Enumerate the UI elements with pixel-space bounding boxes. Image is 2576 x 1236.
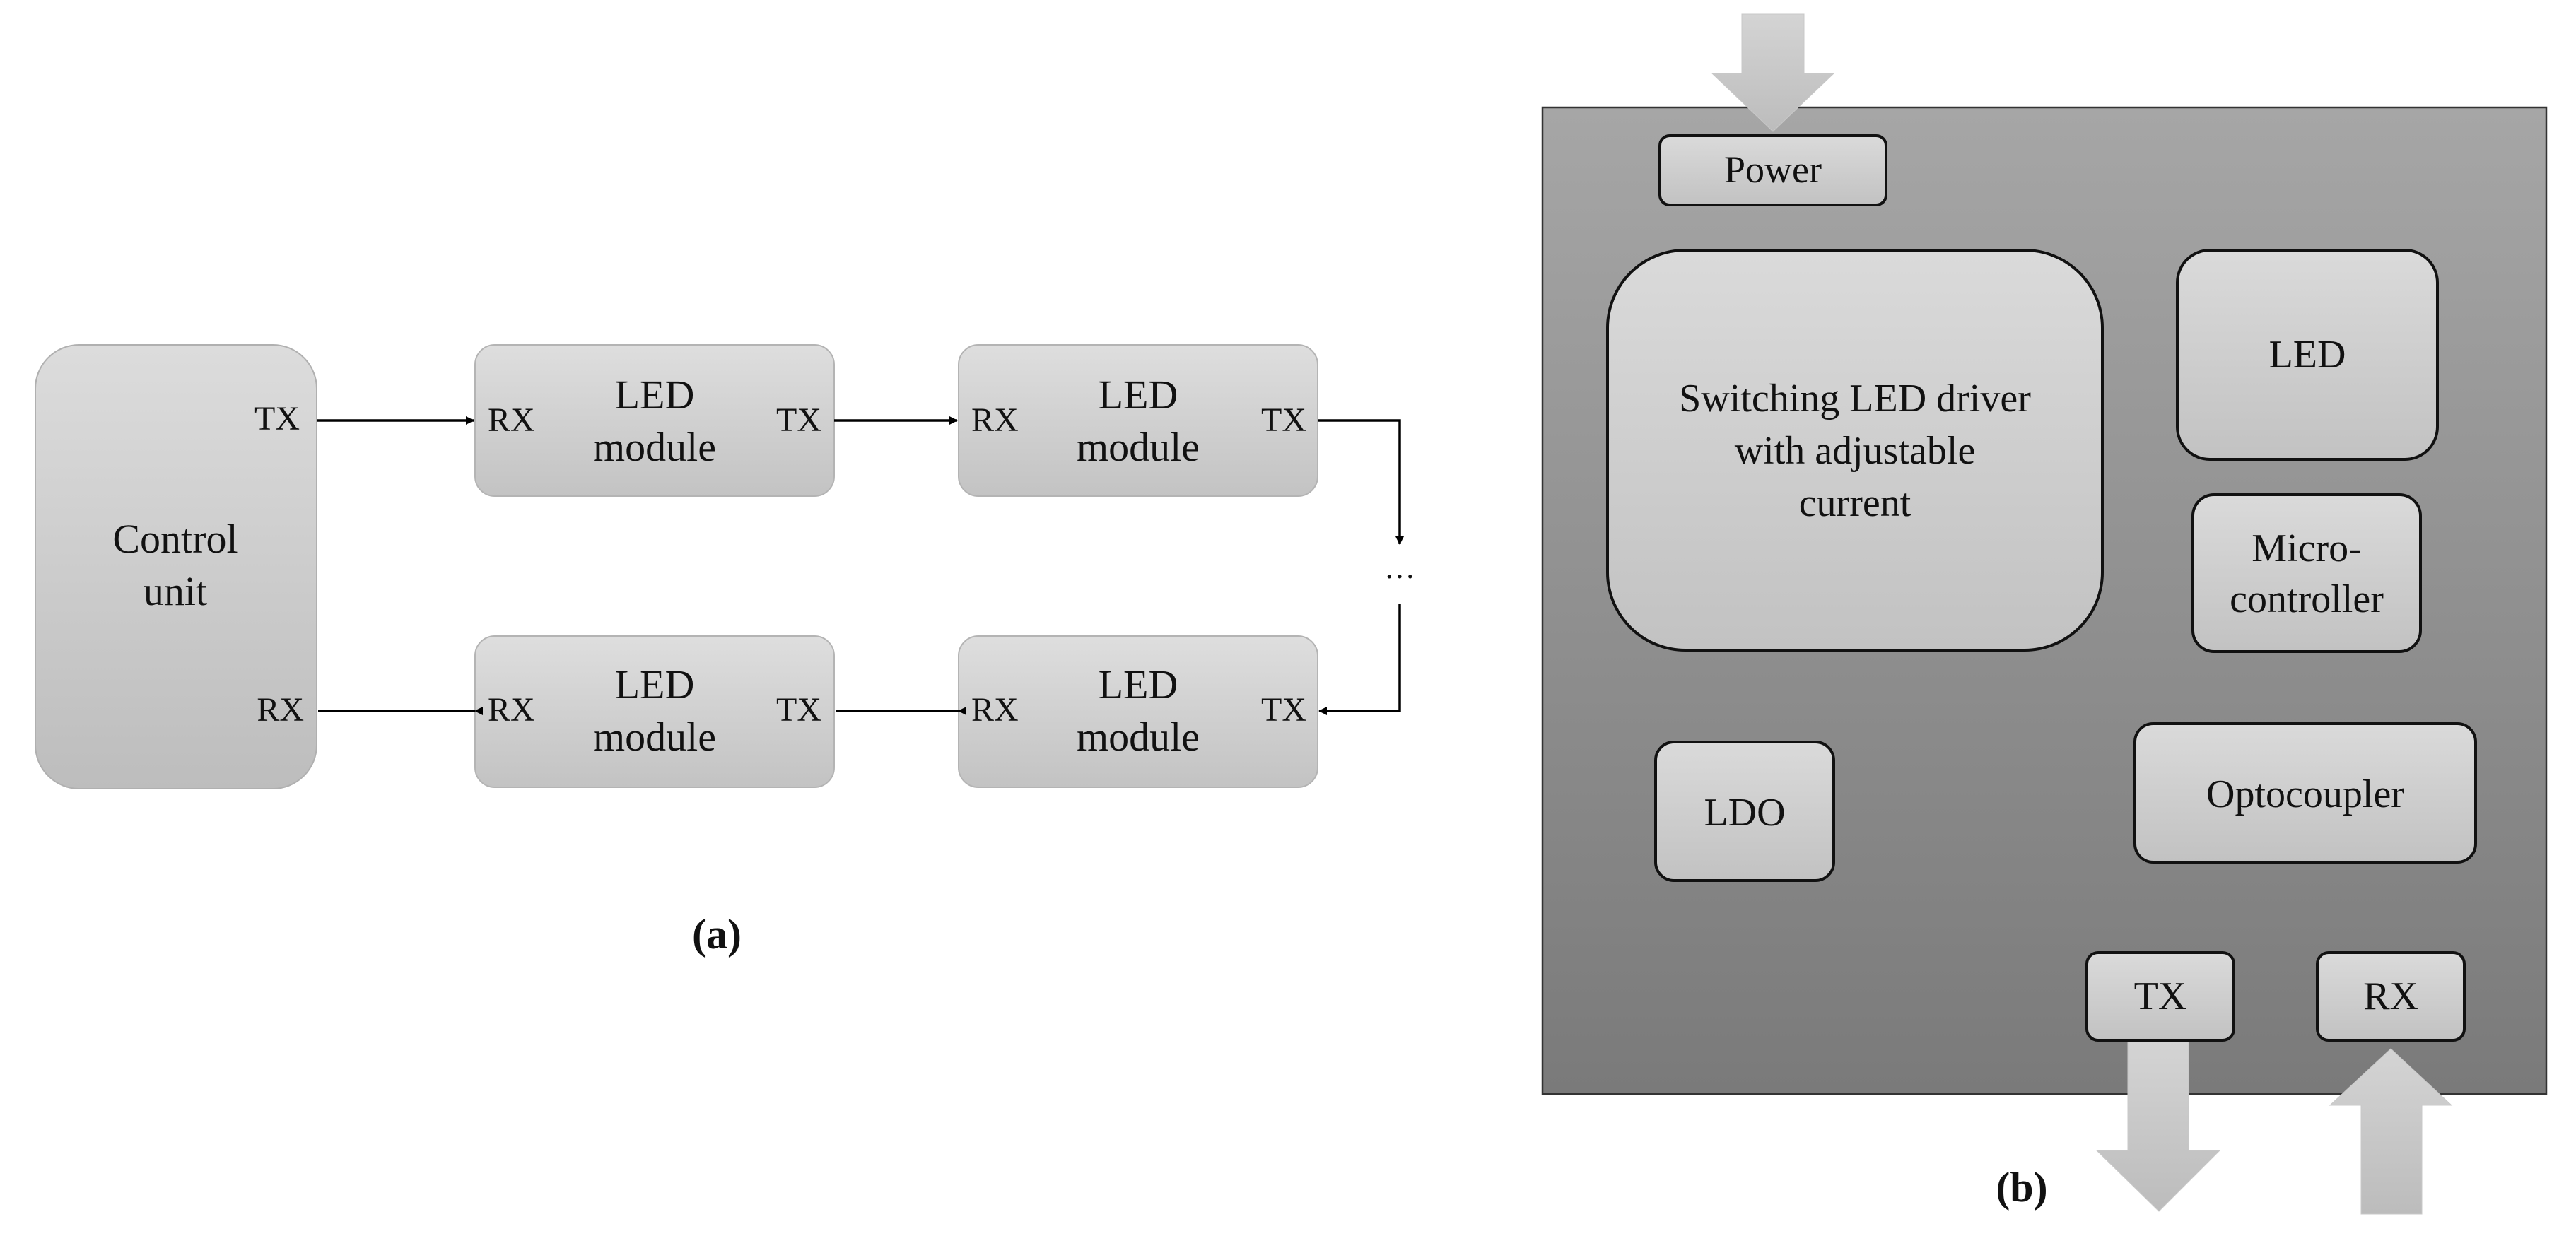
arrow-module-2-to-ellipsis xyxy=(1318,419,1404,545)
led-module-4: RX LED module TX xyxy=(958,635,1318,788)
arrow-ellipsis-to-module-4 xyxy=(1318,604,1401,715)
led-module-1-title-line1: LED xyxy=(615,372,695,418)
led-module-3: RX LED module TX xyxy=(474,635,835,788)
led-module-1-rx-label: RX xyxy=(488,401,535,439)
control-unit-label-line1: Control xyxy=(112,516,238,562)
power-input-arrow xyxy=(1711,13,1835,132)
rx-port-block: RX xyxy=(2316,951,2466,1042)
tx-output-arrow xyxy=(2095,1040,2221,1212)
led-module-3-title-line2: module xyxy=(593,714,716,760)
led-driver-label-line3: current xyxy=(1799,481,1911,525)
led-module-3-title-line1: LED xyxy=(615,661,695,707)
rx-input-arrow xyxy=(2329,1048,2453,1215)
led-module-4-rx-label: RX xyxy=(971,691,1019,729)
led-module-2-title-line2: module xyxy=(1077,424,1200,470)
control-unit-box: Control unit TX RX xyxy=(35,344,317,789)
led-driver-label-line2: with adjustable xyxy=(1735,429,1976,473)
chain-ellipsis: … xyxy=(1384,551,1415,585)
power-label: Power xyxy=(1724,148,1822,191)
panel-b: Power Switching LED driver with adjustab… xyxy=(1541,13,2548,1215)
led-module-4-title-line2: module xyxy=(1077,714,1200,760)
led-driver-label-line1: Switching LED driver xyxy=(1679,377,2031,420)
led-module-2-title-line1: LED xyxy=(1099,372,1178,418)
led-module-2: RX LED module TX xyxy=(958,344,1318,497)
led-module-4-tx-label: TX xyxy=(1261,691,1306,729)
microcontroller-label-line2: controller xyxy=(2230,577,2384,621)
led-module-2-tx-label: TX xyxy=(1261,401,1306,439)
optocoupler-label: Optocoupler xyxy=(2206,772,2404,816)
microcontroller-block: Micro- controller xyxy=(2191,493,2422,653)
led-module-1-title-line2: module xyxy=(593,424,716,470)
optocoupler-block: Optocoupler xyxy=(2133,722,2477,864)
control-unit-label-line2: unit xyxy=(144,568,207,614)
control-unit-tx-label: TX xyxy=(254,400,300,437)
led-module-1-tx-label: TX xyxy=(776,401,821,439)
led-label: LED xyxy=(2269,333,2346,377)
caption-b: (b) xyxy=(1996,1164,2047,1211)
led-module-4-title-line1: LED xyxy=(1099,661,1178,707)
ldo-label: LDO xyxy=(1704,791,1785,835)
led-module-1: RX LED module TX xyxy=(474,344,835,497)
led-module-2-rx-label: RX xyxy=(971,401,1019,439)
microcontroller-label-line1: Micro- xyxy=(2252,526,2362,570)
panel-a: Control unit TX RX RX LED module TX RX L… xyxy=(35,344,1415,958)
rx-port-label: RX xyxy=(2363,975,2418,1018)
led-module-3-rx-label: RX xyxy=(488,691,535,729)
caption-a: (a) xyxy=(692,911,742,958)
power-block: Power xyxy=(1658,134,1887,206)
tx-port-label: TX xyxy=(2134,975,2187,1018)
tx-port-block: TX xyxy=(2085,951,2235,1042)
ldo-block: LDO xyxy=(1654,741,1835,882)
led-module-3-tx-label: TX xyxy=(776,691,821,729)
led-driver-block: Switching LED driver with adjustable cur… xyxy=(1606,249,2104,652)
led-block: LED xyxy=(2176,249,2439,461)
control-unit-rx-label: RX xyxy=(257,691,304,729)
